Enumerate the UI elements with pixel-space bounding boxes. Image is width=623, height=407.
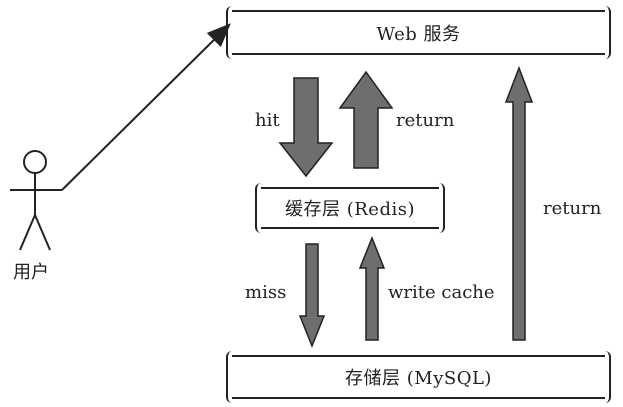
right-brace [601, 351, 611, 403]
left-brace [255, 183, 265, 233]
storage-layer-node: 存储层 (MySQL) [226, 351, 611, 403]
miss-label: miss [245, 282, 287, 303]
user-to-web-arrow [61, 23, 231, 191]
hit-label: hit [255, 110, 280, 131]
left-brace [226, 351, 236, 403]
cache-layer-label: 缓存层 (Redis) [285, 199, 415, 220]
miss-arrow [298, 243, 326, 349]
hit-arrow [278, 77, 334, 178]
left-brace [226, 6, 236, 59]
right-brace [435, 183, 445, 233]
return-cache-arrow [338, 70, 394, 169]
return-storage-arrow [504, 65, 534, 341]
storage-layer-label: 存储层 (MySQL) [345, 368, 492, 389]
write-cache-arrow [358, 235, 386, 341]
cache-layer-node: 缓存层 (Redis) [255, 183, 445, 233]
user-label: 用户 [13, 262, 49, 283]
user-stick-figure-icon [10, 150, 62, 251]
return-storage-label: return [543, 198, 602, 219]
return-cache-label: return [396, 110, 455, 131]
web-service-node: Web 服务 [226, 6, 611, 59]
right-brace [601, 6, 611, 59]
write-cache-label: write cache [388, 282, 495, 303]
web-service-label: Web 服务 [376, 23, 461, 45]
